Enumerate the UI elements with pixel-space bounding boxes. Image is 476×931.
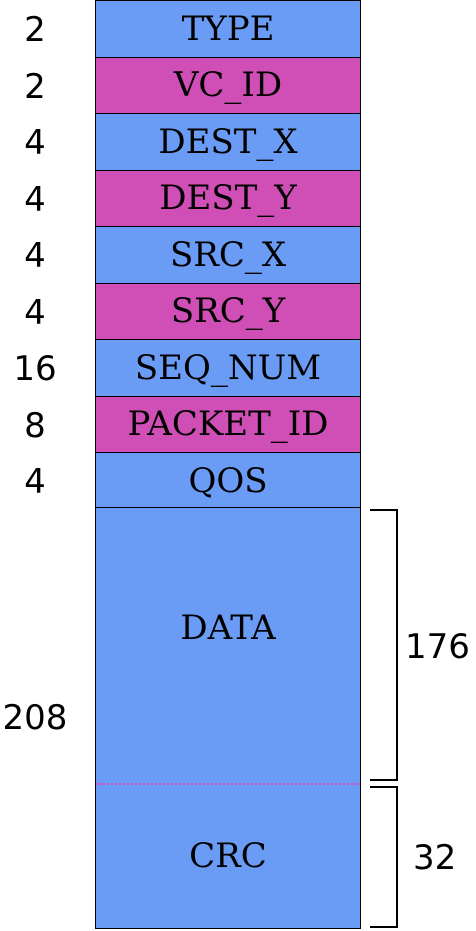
field-dest-y: DEST_Y	[95, 169, 361, 227]
field-seq-num: SEQ_NUM	[95, 339, 361, 397]
field-packet-id: PACKET_ID	[95, 395, 361, 453]
data-bracket	[370, 509, 398, 781]
field-qos: QOS	[95, 452, 361, 510]
crc-field-label: CRC	[189, 836, 267, 876]
field-bit-width: 4	[24, 123, 46, 163]
data-crc-divider	[96, 783, 360, 785]
field-dest-x: DEST_X	[95, 113, 361, 171]
data-bits-label: 176	[405, 627, 470, 667]
field-bit-width: 16	[13, 349, 57, 389]
crc-bracket	[370, 786, 398, 928]
payload-block: DATA CRC	[95, 507, 361, 929]
field-src-x: SRC_X	[95, 226, 361, 284]
field-vc-id: VC_ID	[95, 56, 361, 114]
field-bit-width: 4	[24, 462, 46, 502]
field-bit-width: 4	[24, 292, 46, 333]
payload-total-bits: 208	[2, 698, 68, 738]
data-field-label: DATA	[180, 608, 276, 648]
field-bit-width: 4	[24, 179, 46, 220]
field-type: TYPE	[95, 0, 361, 58]
field-bit-width: 2	[24, 66, 46, 107]
field-bit-width: 2	[24, 10, 46, 50]
field-bit-width: 8	[24, 405, 46, 446]
crc-bits-label: 32	[413, 838, 457, 878]
field-bit-width: 4	[24, 236, 46, 276]
field-src-y: SRC_Y	[95, 282, 361, 340]
